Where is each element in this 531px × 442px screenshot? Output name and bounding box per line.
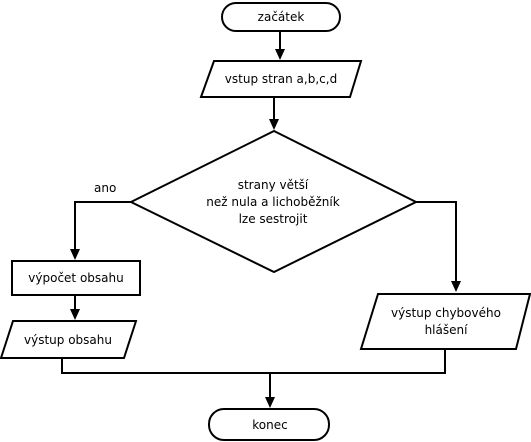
node-decision: strany větší než nula a lichoběžník lze … — [128, 129, 419, 274]
node-decision-label-2: než nula a lichoběžník — [206, 195, 339, 209]
edge-decision-yes — [74, 201, 131, 250]
node-end: konec — [208, 408, 330, 441]
edge-output-merge-left — [61, 359, 270, 374]
arrowhead — [70, 309, 80, 320]
edge-label-yes: ano — [94, 181, 116, 195]
node-start: začátek — [221, 2, 341, 32]
edge-decision-no — [416, 201, 457, 282]
diamond-decision — [128, 129, 419, 274]
arrowhead — [70, 249, 80, 260]
node-output-error-label-1: výstup chybového — [391, 306, 501, 320]
edge-output-merge-right — [270, 349, 446, 374]
node-output-area-label: výstup obsahu — [24, 333, 112, 347]
node-output-error-label-2: hlášení — [425, 323, 469, 337]
node-compute-label: výpočet obsahu — [28, 271, 123, 285]
node-start-label: začátek — [258, 10, 305, 24]
node-compute: výpočet obsahu — [11, 260, 141, 296]
arrowhead — [265, 397, 275, 408]
parallelogram-output-error — [359, 293, 531, 350]
node-decision-label-1: strany větší — [238, 178, 309, 192]
node-input: vstup stran a,b,c,d — [199, 60, 363, 98]
node-decision-label-3: lze sestrojit — [239, 212, 308, 226]
process-compute — [11, 260, 141, 296]
terminator-start — [221, 2, 341, 32]
connectors: ano — [61, 31, 461, 408]
arrowhead — [269, 119, 279, 130]
arrowhead — [451, 281, 461, 292]
parallelogram-input — [199, 60, 363, 98]
node-output-error: výstup chybového hlášení — [359, 293, 531, 350]
terminator-end — [208, 408, 330, 441]
node-input-label: vstup stran a,b,c,d — [225, 72, 337, 86]
node-output-area: výstup obsahu — [0, 320, 138, 359]
arrowhead — [275, 49, 285, 60]
node-end-label: konec — [252, 418, 287, 432]
parallelogram-output-area — [0, 320, 138, 359]
